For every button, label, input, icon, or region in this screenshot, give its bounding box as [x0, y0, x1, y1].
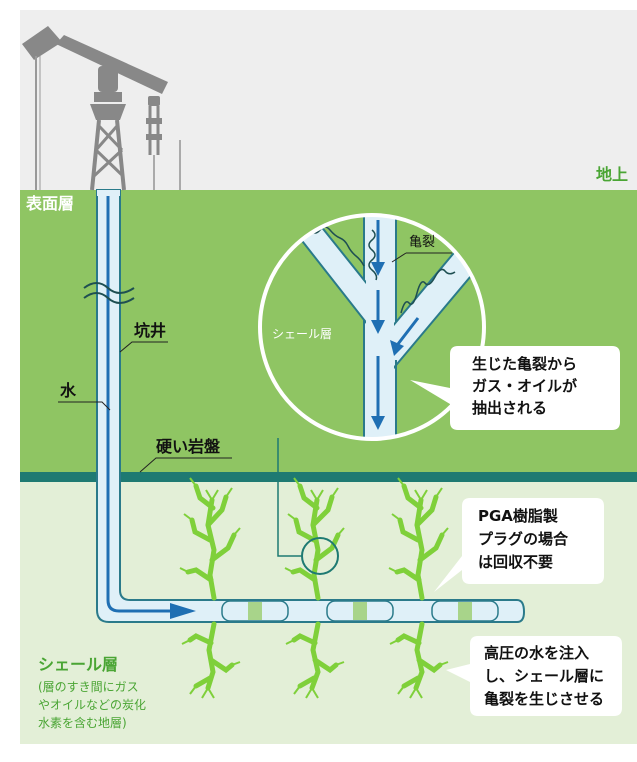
- pga-plug-callout-line: PGA樹脂製: [478, 507, 558, 525]
- extraction-callout-line: 生じた亀裂から: [472, 355, 577, 373]
- water-leader-line: [58, 401, 111, 411]
- pump-jack-icon: [22, 26, 181, 191]
- pipe-break-icon: [83, 282, 135, 304]
- shale-layer-desc-line: やオイルなどの炭化: [38, 698, 146, 712]
- pipe-top-cap: [97, 190, 120, 196]
- zoom-connector-line: [277, 438, 302, 557]
- well-label: 坑井: [134, 321, 166, 340]
- injection-callout: 高圧の水を注入 し、シェール層に 亀裂を生じさせる: [446, 636, 622, 716]
- extraction-callout-line: ガス・オイルが: [472, 377, 578, 395]
- pga-plug-callout-line: プラグの場合: [478, 530, 569, 548]
- shale-layer-desc-line: 水素を含む地層): [38, 715, 127, 730]
- hard-rock-label: 硬い岩盤: [156, 437, 221, 456]
- plug-marker: [353, 602, 367, 620]
- extraction-callout: 生じた亀裂から ガス・オイルが 抽出される: [410, 346, 620, 430]
- fracture-tips: [179, 477, 449, 699]
- shale-layer-desc-line: (層のすき間にガス: [38, 680, 139, 694]
- well-pipe: [96, 189, 526, 623]
- shale-layer-title: シェール層: [38, 655, 118, 674]
- shale-layer-zoom-label: シェール層: [272, 327, 332, 341]
- plug-marker: [248, 602, 262, 620]
- surface-layer-label: 表面層: [25, 194, 74, 213]
- pga-plug-callout: PGA樹脂製 プラグの場合 は回収不要: [434, 498, 604, 592]
- injection-callout-line: 高圧の水を注入: [484, 644, 589, 662]
- injection-callout-line: 亀裂を生じさせる: [484, 690, 604, 708]
- fracture-clusters: [185, 483, 445, 691]
- water-label: 水: [60, 381, 77, 400]
- extraction-callout-line: 抽出される: [472, 399, 547, 417]
- hard-rock-leader-line: [139, 457, 232, 473]
- hard-rock-band: [20, 472, 637, 482]
- pga-plug-callout-line: は回収不要: [478, 553, 553, 571]
- ground-label: 地上: [596, 165, 628, 184]
- water-flow-line: [106, 196, 190, 613]
- well-leader-line: [119, 341, 168, 353]
- pga-plugs: [221, 600, 499, 622]
- plug-marker: [458, 602, 472, 620]
- crack-leader-line: [391, 252, 407, 263]
- crack-label: 亀裂: [409, 235, 435, 250]
- injection-callout-line: し、シェール層に: [484, 667, 604, 685]
- flow-arrow-icon: [170, 603, 196, 619]
